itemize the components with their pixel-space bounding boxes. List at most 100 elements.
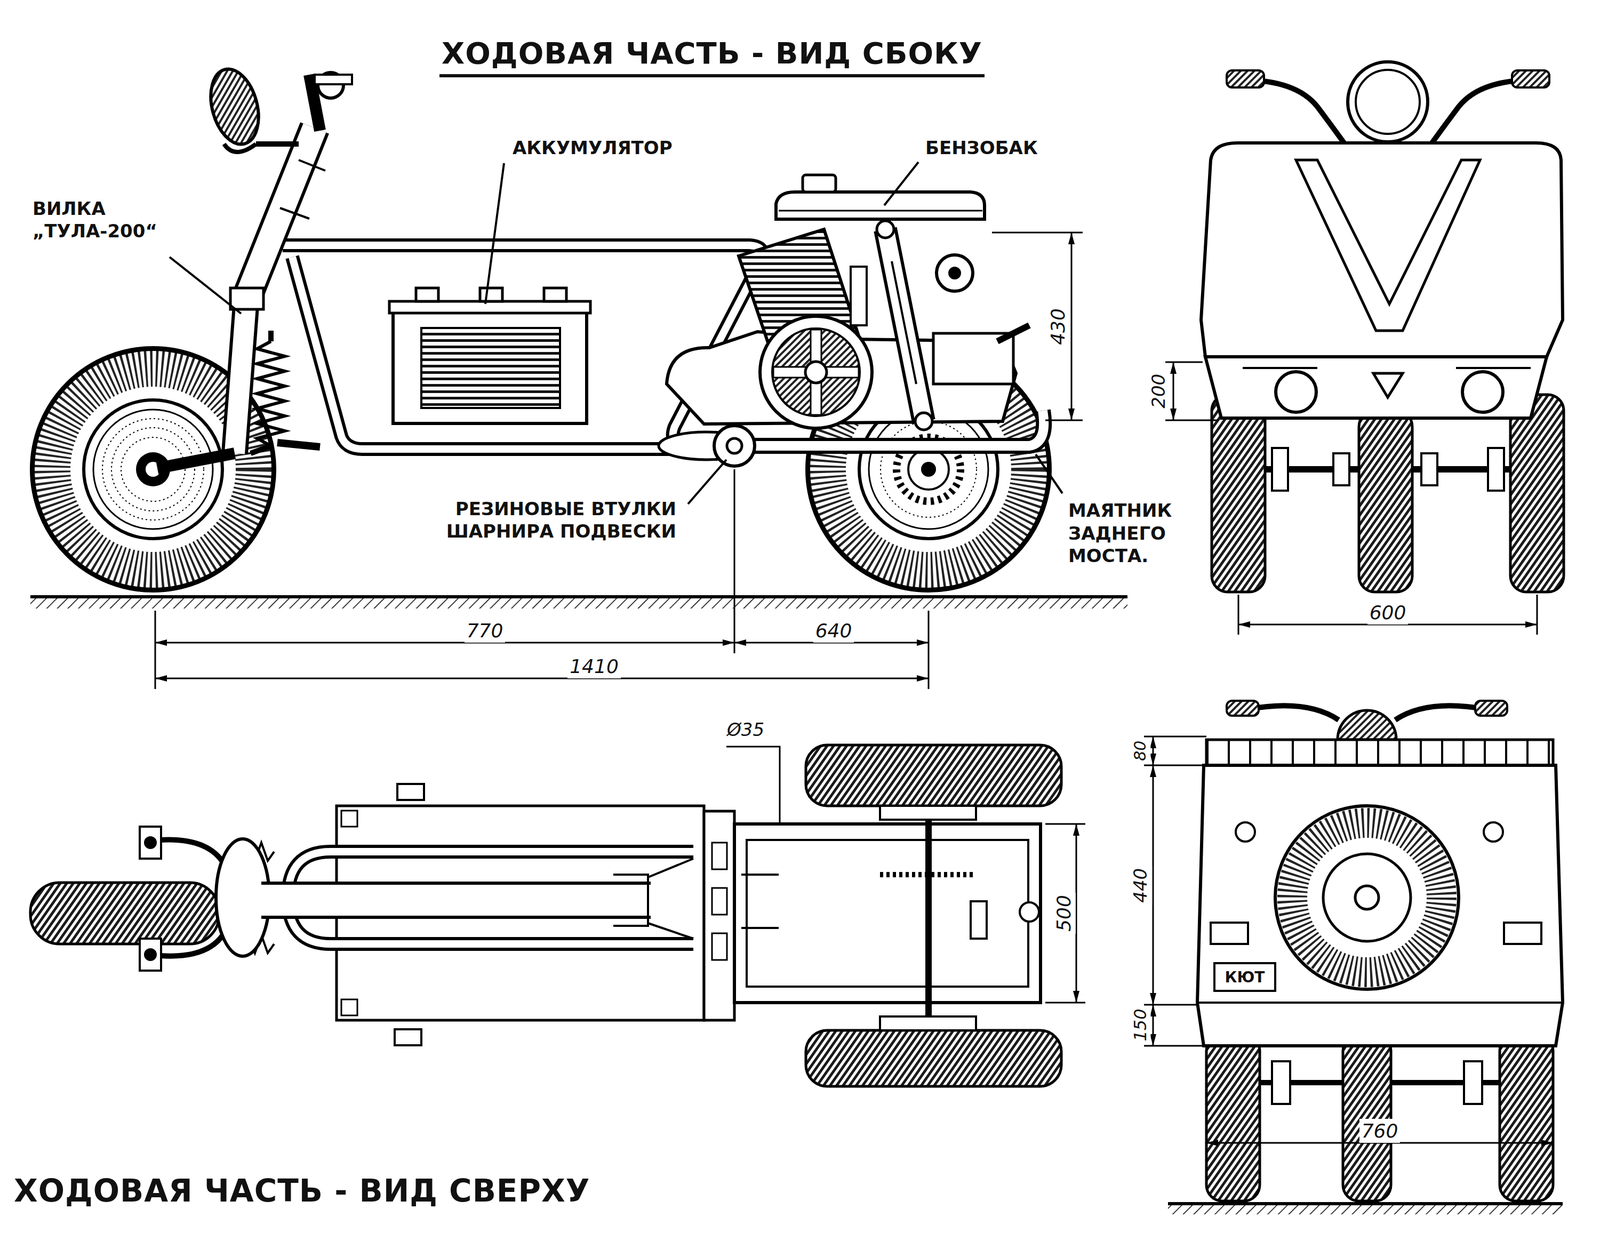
rear-view-ground-part: [1168, 1202, 1563, 1206]
dimension-value: 200: [1147, 371, 1171, 411]
rear-wheel-part: [908, 449, 949, 490]
rear-shock-part: [915, 412, 933, 430]
dimension-lines-part: [992, 232, 1083, 234]
battery-part: [416, 288, 439, 302]
frame-tubes-part: [282, 245, 763, 447]
part-label: БЕНЗОБАК: [923, 136, 1040, 160]
battery-part: [480, 288, 503, 302]
dimension-value: 80: [1130, 738, 1151, 764]
rear-view-wheels-part: [1272, 1061, 1291, 1104]
front-fork-part: [298, 160, 326, 171]
ground-line-part: [30, 595, 1128, 599]
front-fork-part: [256, 141, 299, 147]
ground-line-part: [30, 596, 1128, 609]
top-view-front-part: [139, 826, 162, 859]
battery-part: [393, 308, 587, 424]
swing-arm-part: [726, 438, 742, 454]
rear-view-body-part: [1504, 922, 1542, 944]
top-view-frame-part: [712, 888, 727, 915]
rear-wheel-part: [880, 421, 977, 518]
front-view-body-part: [1347, 61, 1428, 142]
front-view-body-part: [1275, 371, 1317, 413]
rear-view-ground: [1168, 1203, 1563, 1215]
top-view-rear-wheels-part: [805, 1030, 1062, 1087]
engine-part: [936, 254, 973, 292]
rear-view-body-part: [1475, 700, 1508, 716]
engine-part: [772, 328, 860, 416]
top-view-rear-wheels-part: [925, 789, 932, 1046]
top-view-frame-part: [712, 933, 727, 960]
part-label: ВИЛКА „ТУЛА-200“: [30, 197, 200, 243]
front-fork-part: [314, 74, 352, 85]
battery-part: [421, 328, 560, 408]
top-view-front-part: [144, 836, 157, 850]
front-fork-part: [268, 330, 274, 342]
part-label: АККУМУЛЯТОР: [510, 136, 675, 160]
dimension-value: Ø35: [724, 718, 767, 742]
rear-wheel-part: [921, 461, 936, 477]
top-view-frame-part: [970, 901, 987, 939]
swing-arm: [658, 410, 1044, 467]
rear-view-body-part: [1197, 765, 1563, 1046]
front-fork-part: [234, 298, 247, 454]
leader-lines-part: [688, 459, 727, 504]
rear-view-body-part: [1214, 963, 1276, 991]
rear-view-dimensions-part: [1152, 1004, 1155, 1046]
dimension-lines: [155, 232, 1083, 690]
top-view-frame-part: [704, 811, 735, 1021]
top-view-frame-part: [397, 784, 424, 800]
top-view-rear-wheels: [805, 745, 1062, 1087]
front-view-wheels-part: [1510, 394, 1564, 592]
top-view-front-part: [139, 938, 162, 971]
swing-arm-part: [734, 410, 1044, 446]
rear-view-body-part: [1323, 853, 1411, 942]
rear-view-body: [1197, 700, 1563, 1046]
front-view-dimensions-part: [1165, 361, 1203, 364]
rear-view-wheels-part: [1342, 1034, 1391, 1202]
front-view-wheels-part: [1488, 448, 1504, 491]
rear-shock-part: [885, 229, 924, 422]
top-view-front-part: [160, 840, 224, 957]
rear-view-wheels: [1206, 1034, 1554, 1202]
frame-tubes-part: [292, 257, 710, 450]
dimension-lines-part: [155, 642, 735, 644]
headlight-part: [203, 64, 267, 150]
rear-view-body-part: [1197, 1001, 1563, 1004]
top-view-dimensions-part: [1045, 823, 1086, 826]
top-view-dimensions-part: [1075, 824, 1078, 1003]
rear-view-wheels-part: [1390, 1080, 1500, 1086]
dimension-value: 640: [813, 618, 855, 643]
rear-shock-part: [891, 261, 917, 384]
front-view-body-part: [1242, 366, 1318, 370]
fuel-tank-part: [776, 192, 985, 220]
top-view-frame-part: [341, 810, 358, 827]
rear-view-body-part: [1395, 705, 1486, 720]
front-view-wheels-part: [1358, 410, 1413, 592]
dimension-value: 760: [1359, 1118, 1401, 1143]
part-label: РЕЗИНОВЫЕ ВТУЛКИ ШАРНИРА ПОДВЕСКИ: [423, 497, 679, 543]
dimension-value: 430: [1045, 306, 1070, 348]
engine-part: [760, 316, 872, 429]
frame-tubes-part: [292, 257, 710, 450]
front-view-dimensions-part: [1536, 594, 1539, 635]
front-fork-part: [246, 128, 315, 299]
front-view-body-part: [1373, 373, 1403, 398]
top-view-frame-part: [741, 926, 779, 930]
front-view-body-part: [1462, 371, 1503, 413]
dimension-value: 150: [1129, 1006, 1151, 1044]
front-view-wheels-part: [1333, 453, 1350, 486]
engine-part: [850, 266, 867, 326]
top-view-dimensions: [726, 746, 1086, 1003]
headlight: [203, 64, 267, 152]
front-view-wheels-part: [1421, 453, 1438, 486]
rear-view-body-part: [1275, 805, 1459, 990]
frame-tubes-part: [282, 245, 763, 447]
rear-view-body-part: [1206, 740, 1554, 765]
front-view-body: [1201, 61, 1563, 419]
rear-view-dimensions-part: [1205, 1120, 1208, 1152]
dimension-lines-part: [154, 610, 157, 690]
top-view-dimensions-part: [1045, 1002, 1086, 1004]
rear-view-body-part: [1337, 710, 1397, 740]
front-view-body-part: [1242, 80, 1344, 143]
